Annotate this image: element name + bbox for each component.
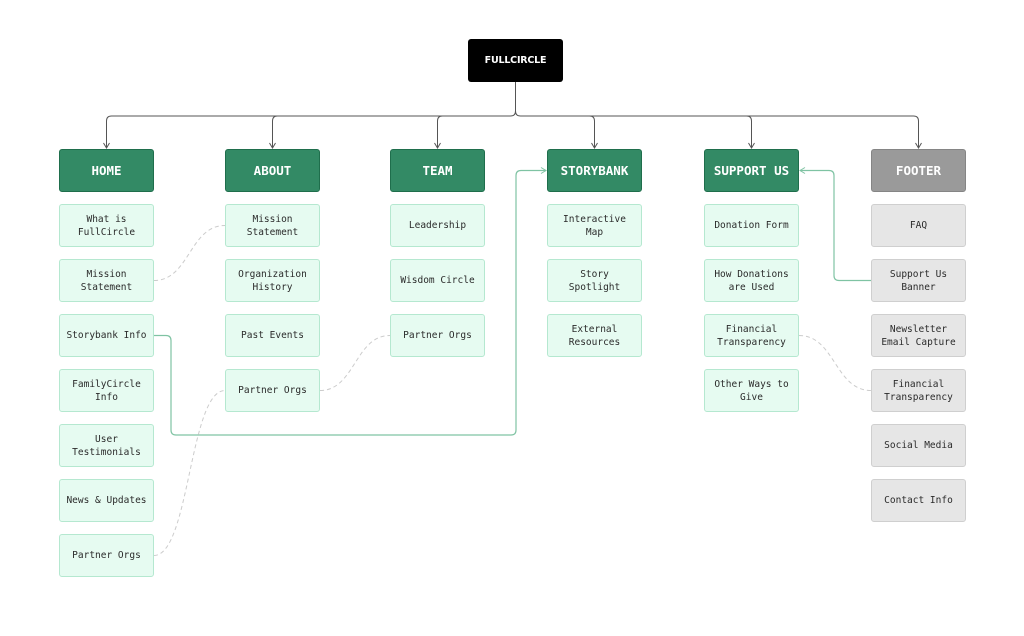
logo-text: FULLCIRCLE <box>484 55 547 66</box>
header-support-us-label: SUPPORT US <box>713 163 790 178</box>
support-us-page-node[interactable]: Financial Transparency <box>704 314 799 357</box>
home-page-label: What is FullCircle <box>77 213 136 238</box>
link-support-banner-to-support-us <box>799 167 871 282</box>
footer-page-node[interactable]: Social Media <box>871 424 966 467</box>
header-support-us[interactable]: SUPPORT US <box>704 149 799 192</box>
footer-page-node[interactable]: Newsletter Email Capture <box>871 314 966 357</box>
tree-trunk-right <box>515 110 914 117</box>
about-page-label: Past Events <box>241 330 304 341</box>
header-team[interactable]: TEAM <box>390 149 485 192</box>
header-footer[interactable]: FOOTER <box>871 149 966 192</box>
footer-page-label: Financial Transparency <box>884 378 953 403</box>
storybank-page-label: External Resources <box>568 323 621 348</box>
home-page-label: FamilyCircle Info <box>72 378 141 403</box>
home-page-node[interactable]: Partner Orgs <box>59 534 154 577</box>
team-page-label: Wisdom Circle <box>400 275 475 286</box>
home-page-node[interactable]: What is FullCircle <box>59 204 154 247</box>
team-page-label: Partner Orgs <box>403 330 472 341</box>
tree-branch-arrow <box>589 115 598 149</box>
home-page-node[interactable]: Storybank Info <box>59 314 154 357</box>
team-page-node[interactable]: Wisdom Circle <box>390 259 485 302</box>
support-us-page-node[interactable]: Other Ways to Give <box>704 369 799 412</box>
link-storybank-info-to-storybank <box>154 167 547 436</box>
header-storybank[interactable]: STORYBANK <box>547 149 642 192</box>
support-us-page-label: Donation Form <box>714 220 789 231</box>
storybank-page-label: Interactive Map <box>563 213 626 238</box>
team-page-node[interactable]: Leadership <box>390 204 485 247</box>
storybank-page-node[interactable]: External Resources <box>547 314 642 357</box>
header-storybank-label: STORYBANK <box>560 163 629 178</box>
tree-trunk-left <box>111 82 516 117</box>
home-page-label: Partner Orgs <box>72 550 141 561</box>
about-page-node[interactable]: Mission Statement <box>225 204 320 247</box>
footer-page-node[interactable]: Financial Transparency <box>871 369 966 412</box>
about-page-label: Mission Statement <box>246 213 299 238</box>
footer-page-node[interactable]: Contact Info <box>871 479 966 522</box>
tree-branch-arrow <box>746 115 755 149</box>
header-home-label: HOME <box>91 163 122 178</box>
team-page-node[interactable]: Partner Orgs <box>390 314 485 357</box>
about-page-node[interactable]: Partner Orgs <box>225 369 320 412</box>
support-us-page-label: Other Ways to Give <box>714 378 789 403</box>
home-page-label: Storybank Info <box>66 330 147 341</box>
header-home[interactable]: HOME <box>59 149 154 192</box>
footer-page-label: Contact Info <box>884 495 953 506</box>
footer-page-label: Support Us Banner <box>889 268 948 293</box>
footer-page-label: FAQ <box>909 220 928 231</box>
footer-page-node[interactable]: FAQ <box>871 204 966 247</box>
storybank-page-node[interactable]: Interactive Map <box>547 204 642 247</box>
header-about[interactable]: ABOUT <box>225 149 320 192</box>
about-page-label: Partner Orgs <box>238 385 307 396</box>
home-page-node[interactable]: Mission Statement <box>59 259 154 302</box>
support-us-page-node[interactable]: How Donations are Used <box>704 259 799 302</box>
dashed-link-partner-orgs-about-team <box>319 335 391 391</box>
home-page-node[interactable]: News & Updates <box>59 479 154 522</box>
footer-page-node[interactable]: Support Us Banner <box>871 259 966 302</box>
home-page-label: User Testimonials <box>72 433 141 458</box>
home-page-node[interactable]: FamilyCircle Info <box>59 369 154 412</box>
tree-branch-arrow <box>434 115 443 149</box>
dashed-link-mission-statement <box>153 225 226 281</box>
footer-page-label: Social Media <box>884 440 953 451</box>
header-footer-label: FOOTER <box>895 163 942 178</box>
tree-branch-arrow <box>913 115 922 149</box>
support-us-page-node[interactable]: Donation Form <box>704 204 799 247</box>
header-team-label: TEAM <box>422 163 453 178</box>
home-page-node[interactable]: User Testimonials <box>59 424 154 467</box>
footer-page-label: Newsletter Email Capture <box>881 323 956 348</box>
header-about-label: ABOUT <box>253 163 292 178</box>
dashed-link-partner-orgs-home-about <box>153 390 226 556</box>
tree-branch-arrow <box>269 115 278 149</box>
about-page-node[interactable]: Past Events <box>225 314 320 357</box>
home-page-label: Mission Statement <box>80 268 133 293</box>
about-page-node[interactable]: Organization History <box>225 259 320 302</box>
home-page-label: News & Updates <box>66 495 147 506</box>
storybank-page-node[interactable]: Story Spotlight <box>547 259 642 302</box>
support-us-page-label: How Donations are Used <box>714 268 789 293</box>
storybank-page-label: Story Spotlight <box>568 268 621 293</box>
dashed-link-financial-transparency <box>798 335 872 391</box>
team-page-label: Leadership <box>408 220 467 231</box>
tree-branch-arrow <box>103 115 112 149</box>
logo[interactable]: FULLCIRCLE <box>468 39 563 82</box>
about-page-label: Organization History <box>238 268 307 293</box>
support-us-page-label: Financial Transparency <box>717 323 786 348</box>
